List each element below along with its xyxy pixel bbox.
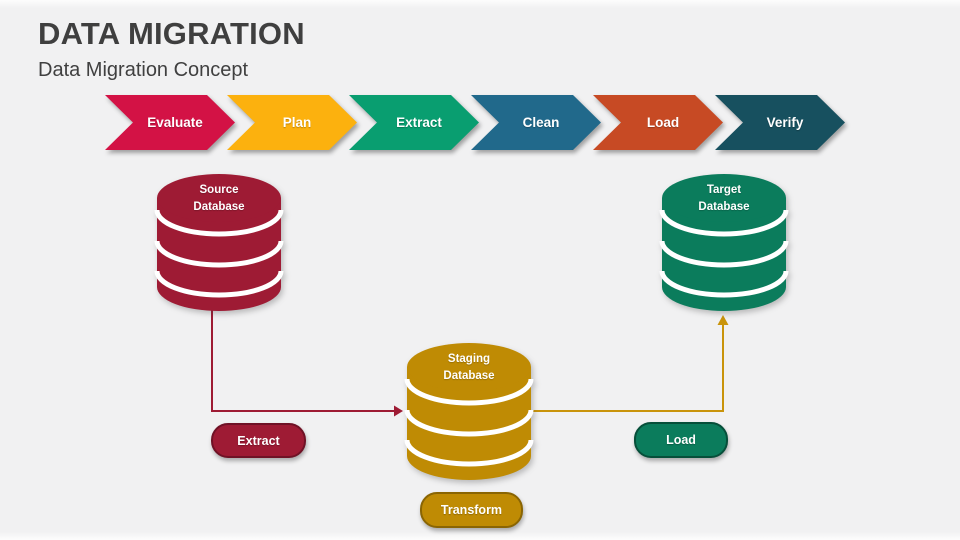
database-cylinder-icon [659, 174, 789, 311]
flow-label-extract: Extract [211, 423, 306, 458]
target-database-label: Target Database [698, 184, 750, 214]
staging-database: Staging Database [404, 341, 534, 487]
connector-source-to-staging [211, 305, 395, 412]
step-label-plan: Plan [282, 115, 312, 130]
source-database: Source Database [154, 172, 284, 318]
connector-staging-to-target [532, 324, 724, 412]
step-label-verify: Verify [766, 115, 804, 130]
step-label-evaluate: Evaluate [147, 115, 203, 130]
flow-label-transform: Transform [420, 492, 523, 528]
page-title: DATA MIGRATION [38, 16, 305, 51]
step-label-load: Load [646, 115, 680, 130]
source-database-label: Source Database [193, 184, 245, 214]
page-subtitle: Data Migration Concept [38, 59, 249, 81]
staging-database-label: Staging Database [443, 353, 495, 383]
chevron-load [593, 95, 723, 150]
chevron-clean [471, 95, 601, 150]
step-label-extract: Extract [396, 115, 442, 130]
target-database: Target Database [659, 172, 789, 318]
arrowhead-source-to-staging [394, 405, 403, 417]
chevron-extract [349, 95, 479, 150]
step-label-clean: Clean [522, 115, 560, 130]
flow-label-load: Load [634, 422, 728, 458]
arrowhead-staging-to-target [717, 315, 729, 325]
database-cylinder-icon [404, 343, 534, 480]
chevron-evaluate [105, 95, 235, 150]
chevron-verify [715, 95, 845, 150]
database-cylinder-icon [154, 174, 284, 311]
chevron-plan [227, 95, 357, 150]
